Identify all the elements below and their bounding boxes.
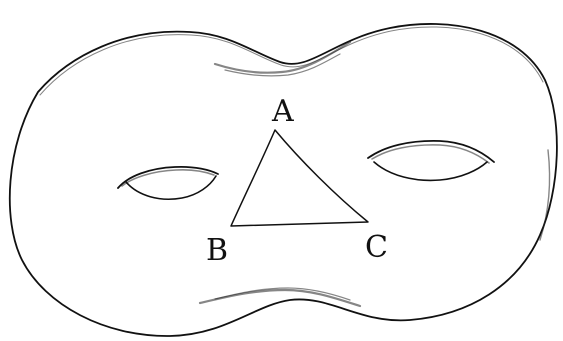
left-hole bbox=[118, 167, 218, 199]
surface-outline-sketch bbox=[40, 27, 543, 95]
left-hole-upper-rim-shade bbox=[122, 170, 214, 186]
top-neck-shading bbox=[215, 42, 350, 73]
right-edge-shading bbox=[540, 150, 550, 240]
bottom-neck-shading bbox=[200, 290, 360, 306]
right-hole-lower-rim bbox=[374, 162, 487, 180]
right-hole bbox=[368, 141, 494, 180]
triangle-abc bbox=[231, 130, 368, 226]
vertex-label-b: B bbox=[206, 233, 228, 268]
left-hole-lower-rim bbox=[126, 176, 216, 199]
vertex-label-c: C bbox=[365, 230, 388, 265]
vertex-label-a: A bbox=[271, 94, 294, 129]
